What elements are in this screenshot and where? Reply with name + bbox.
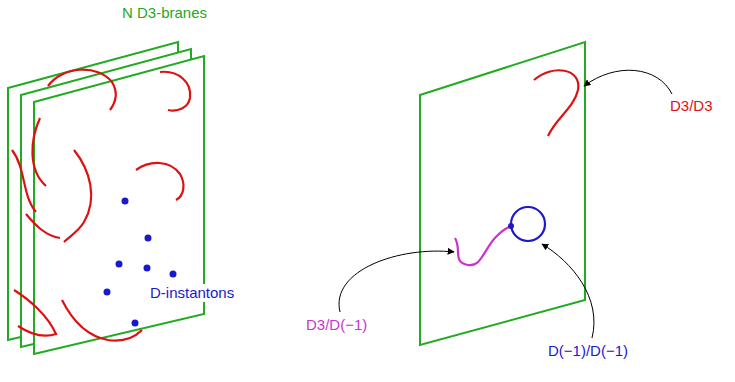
- open-string: [32, 118, 46, 186]
- mixed-string: [455, 226, 511, 265]
- instanton-dot: [145, 235, 152, 242]
- leader-arrow: [584, 70, 672, 94]
- open-string: [12, 150, 36, 212]
- open-string: [62, 300, 142, 341]
- instanton-dot: [122, 198, 129, 205]
- instanton-dot: [132, 320, 139, 327]
- open-string: [136, 163, 183, 200]
- d-instanton-dots: [104, 198, 177, 327]
- brane-sheet: [420, 42, 585, 345]
- instanton-label: D-instantons: [148, 284, 236, 302]
- leader-arrow: [542, 244, 594, 338]
- open-string: [26, 214, 60, 238]
- instanton-dot: [508, 223, 514, 229]
- instanton-dot: [144, 265, 151, 272]
- string-label: D(−1)/D(−1): [546, 342, 630, 360]
- open-string: [48, 70, 116, 110]
- string-label: D3/D3: [668, 97, 715, 115]
- brane-stack: [8, 42, 204, 354]
- instanton-dot: [116, 261, 123, 268]
- open-string: [64, 150, 91, 242]
- instanton-dot: [170, 271, 177, 278]
- open-string: [160, 72, 190, 111]
- brane-stack-label: N D3-branes: [120, 4, 209, 22]
- instanton-loop: [511, 207, 545, 241]
- open-string: [14, 290, 56, 336]
- leader-arrows: [339, 70, 672, 338]
- open-string: [534, 70, 578, 136]
- string-label: D3/D(−1): [304, 316, 369, 334]
- leader-arrow: [339, 251, 454, 312]
- instanton-dot: [104, 289, 111, 296]
- brane-sheet: [34, 56, 204, 354]
